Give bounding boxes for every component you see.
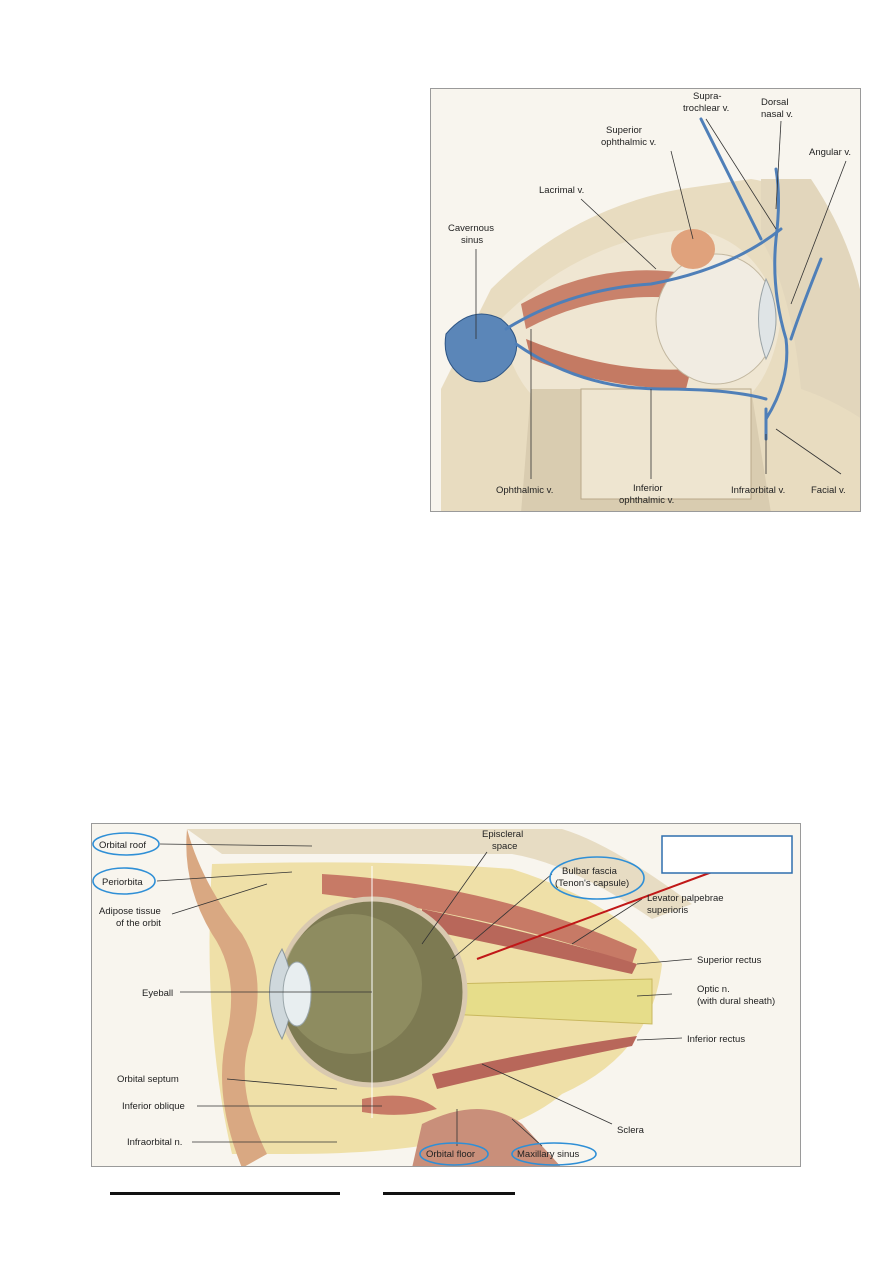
label-optic-1: Optic n. bbox=[697, 984, 730, 995]
orbit-section-illustration: Orbital roof Periorbita Adipose tissue o… bbox=[92, 829, 793, 1166]
label-cavernous-1: Cavernous bbox=[448, 223, 494, 234]
label-superior-ophthalmic-2: ophthalmic v. bbox=[601, 137, 656, 148]
label-sclera: Sclera bbox=[617, 1125, 645, 1136]
label-inferior-rectus: Inferior rectus bbox=[687, 1034, 745, 1045]
skin-eyelid bbox=[186, 829, 267, 1166]
label-lacrimal: Lacrimal v. bbox=[539, 185, 584, 196]
label-infraorbital-n: Infraorbital n. bbox=[127, 1137, 182, 1148]
label-supratrochlear-1: Supra- bbox=[693, 91, 722, 102]
label-superior-rectus: Superior rectus bbox=[697, 955, 762, 966]
cavernous-sinus bbox=[444, 313, 518, 383]
label-periorbita: Periorbita bbox=[102, 877, 143, 888]
label-inferior-oblique: Inferior oblique bbox=[122, 1101, 185, 1112]
vein-network bbox=[504, 117, 823, 441]
label-inferior-ophthalmic-2: ophthalmic v. bbox=[619, 495, 674, 506]
orbit-section-figure: Orbital roof Periorbita Adipose tissue o… bbox=[91, 823, 801, 1167]
label-cavernous-2: sinus bbox=[461, 235, 483, 246]
label-infraorbital: Infraorbital v. bbox=[731, 485, 785, 496]
superior-rectus-muscle bbox=[422, 909, 637, 974]
leader-lines-2 bbox=[156, 843, 693, 1147]
orbital-veins-figure: Supra- trochlear v. Dorsal nasal v. Supe… bbox=[430, 88, 861, 512]
label-inferior-ophthalmic-1: Inferior bbox=[633, 483, 663, 494]
inferior-oblique-muscle bbox=[362, 1095, 437, 1115]
label-optic-2: (with dural sheath) bbox=[697, 996, 775, 1007]
orbital-veins-illustration: Supra- trochlear v. Dorsal nasal v. Supe… bbox=[441, 91, 860, 511]
levator-muscle bbox=[322, 874, 637, 964]
lens bbox=[282, 961, 312, 1027]
highlight-ovals bbox=[92, 832, 645, 1166]
inferior-muscle bbox=[526, 339, 691, 389]
label-facial: Facial v. bbox=[811, 485, 846, 496]
annotation-line bbox=[476, 871, 713, 960]
nasal-bone bbox=[761, 179, 860, 418]
sinus-wall bbox=[580, 388, 752, 500]
label-superior-ophthalmic-1: Superior bbox=[606, 125, 642, 136]
leader-lines bbox=[475, 118, 847, 479]
underline-right bbox=[383, 1192, 515, 1195]
label-adipose-1: Adipose tissue bbox=[99, 906, 161, 917]
label-angular: Angular v. bbox=[809, 147, 851, 158]
label-levator-1: Levator palpebrae bbox=[647, 893, 724, 904]
vitreous-highlight bbox=[282, 914, 422, 1054]
label-dorsal-nasal-2: nasal v. bbox=[761, 109, 793, 120]
label-orbital-septum: Orbital septum bbox=[117, 1074, 179, 1085]
label-episcleral-1: Episcleral bbox=[482, 829, 523, 840]
underline-left bbox=[110, 1192, 340, 1195]
label-dorsal-nasal-1: Dorsal bbox=[761, 97, 788, 108]
label-episcleral-2: space bbox=[492, 841, 517, 852]
maxillary-sinus-region bbox=[412, 1109, 561, 1166]
label-eyeball: Eyeball bbox=[142, 988, 173, 999]
label-levator-2: superioris bbox=[647, 905, 688, 916]
label-bulbar-1: Bulbar fascia bbox=[562, 866, 618, 877]
label-bulbar-2: (Tenon's capsule) bbox=[555, 878, 629, 889]
label-supratrochlear-2: trochlear v. bbox=[683, 103, 729, 114]
label-orbital-floor: Orbital floor bbox=[426, 1149, 475, 1160]
lacrimal-gland bbox=[671, 229, 715, 269]
inferior-rectus-muscle bbox=[432, 1036, 637, 1089]
label-orbital-roof: Orbital roof bbox=[99, 840, 146, 851]
label-ophthalmic: Ophthalmic v. bbox=[496, 485, 553, 496]
label-maxillary-sinus: Maxillary sinus bbox=[517, 1149, 580, 1160]
annotation-box bbox=[661, 835, 793, 874]
label-adipose-2: of the orbit bbox=[116, 918, 161, 929]
cornea bbox=[758, 277, 777, 361]
orbital-roof-bone bbox=[187, 829, 692, 919]
